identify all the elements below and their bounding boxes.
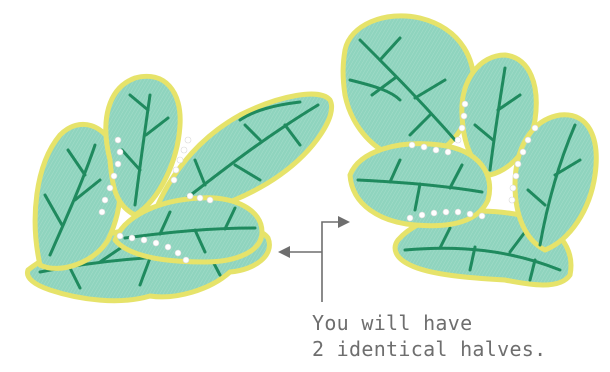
connector-arrows xyxy=(286,222,340,302)
connector-stem xyxy=(322,222,340,302)
leaf-right-top xyxy=(343,16,474,160)
arrow-right-icon xyxy=(338,216,350,228)
caption-line-2: 2 identical halves. xyxy=(312,336,602,362)
leaf-right-far-right xyxy=(515,115,596,250)
arrow-left-icon xyxy=(278,246,290,258)
right-leaf-cluster xyxy=(343,16,596,285)
caption-line-1: You will have xyxy=(312,310,602,336)
left-leaf-cluster xyxy=(27,76,331,300)
caption: You will have 2 identical halves. xyxy=(312,310,602,362)
